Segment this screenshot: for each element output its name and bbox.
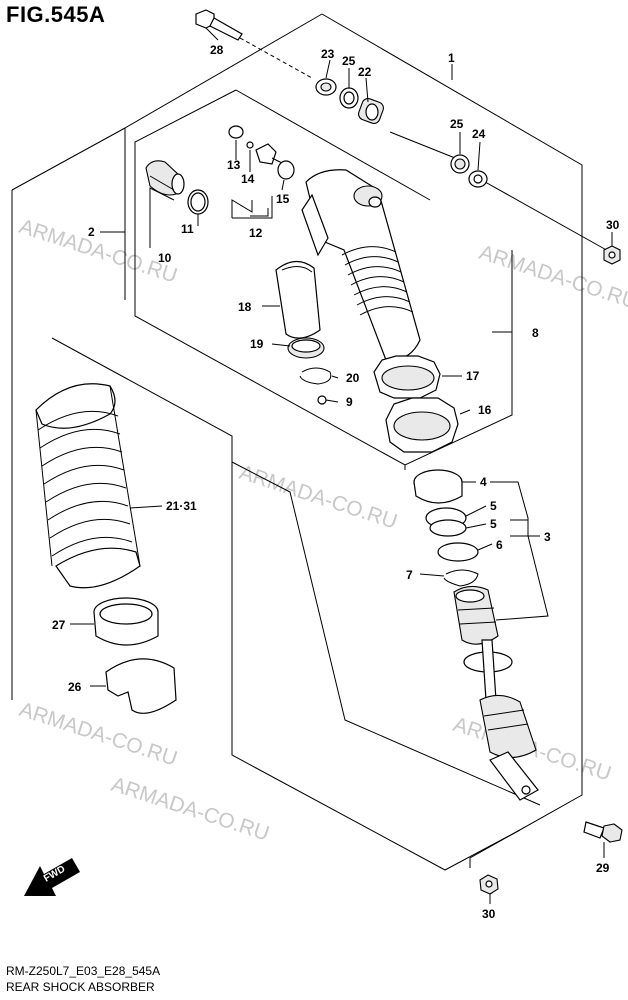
leader-lines — [70, 27, 613, 904]
watermark: ARMADA-CO.RU — [16, 215, 180, 288]
callout-labels: 28 23 25 22 1 25 24 13 14 15 12 11 10 2 … — [52, 43, 620, 921]
callout-13: 13 — [227, 158, 241, 172]
callout-10: 10 — [158, 251, 172, 265]
callout-27: 27 — [52, 618, 66, 632]
callout-5-upper: 5 — [490, 499, 497, 513]
callout-17: 17 — [466, 369, 480, 383]
part-19-cap[interactable] — [287, 337, 325, 359]
callout-29: 29 — [596, 861, 610, 875]
part-27-seat[interactable] — [93, 597, 159, 646]
part-6-ring[interactable] — [437, 542, 479, 562]
callout-14: 14 — [241, 172, 255, 186]
callout-18: 18 — [238, 300, 252, 314]
diagram-code: RM-Z250L7_E03_E28_545A — [6, 964, 161, 978]
diagram-name: REAR SHOCK ABSORBER — [6, 980, 155, 994]
part-30-nut-bottom[interactable] — [479, 874, 499, 895]
part-15-o-ring[interactable] — [277, 160, 295, 180]
part-24-collar[interactable] — [468, 170, 488, 188]
part-28-bolt[interactable] — [195, 9, 243, 41]
callout-24: 24 — [472, 127, 486, 141]
part-22-bearing[interactable] — [357, 97, 385, 125]
watermark: ARMADA-CO.RU — [108, 773, 272, 846]
part-13-o-ring[interactable] — [228, 125, 244, 139]
callout-20: 20 — [346, 371, 360, 385]
callout-6: 6 — [496, 538, 503, 552]
part-4-bush[interactable] — [413, 469, 463, 504]
part-5-ring-lower[interactable] — [429, 519, 467, 537]
body-spring-coils — [341, 246, 414, 316]
callout-4: 4 — [480, 475, 487, 489]
part-16-adjusting-nut[interactable] — [385, 397, 459, 453]
callout-26: 26 — [68, 680, 82, 694]
watermark-layer: ARMADA-CO.RU ARMADA-CO.RU ARMADA-CO.RU A… — [16, 215, 628, 846]
callout-16: 16 — [478, 403, 492, 417]
part-29-bolt[interactable] — [583, 821, 623, 843]
callout-25: 25 — [342, 54, 356, 68]
part-25-seal-right[interactable] — [450, 154, 470, 174]
callout-15: 15 — [276, 192, 290, 206]
callout-22: 22 — [358, 65, 372, 79]
part-23-collar[interactable] — [315, 78, 337, 96]
part-20-circlip[interactable] — [299, 367, 332, 385]
part-30-nut-top[interactable] — [603, 245, 621, 265]
part-11-o-ring[interactable] — [187, 189, 209, 215]
callout-11: 11 — [181, 222, 194, 236]
part-3-damper-rod[interactable] — [453, 585, 539, 801]
callout-9: 9 — [346, 395, 353, 409]
callout-19: 19 — [250, 337, 264, 351]
figure-title: FIG.545A — [6, 2, 106, 27]
fwd-arrow-icon: FWD — [24, 858, 80, 896]
frame-lines — [11, 13, 611, 871]
callout-7: 7 — [406, 568, 413, 582]
part-12-valve[interactable] — [255, 143, 285, 165]
callout-3: 3 — [544, 530, 551, 544]
callout-2: 2 — [88, 225, 95, 239]
part-9-ball[interactable] — [317, 395, 327, 405]
callout-30-top: 30 — [606, 218, 620, 232]
callout-23: 23 — [321, 47, 335, 61]
part-21-31-spring[interactable] — [35, 383, 141, 589]
part-26-stopper[interactable] — [105, 658, 177, 714]
callout-1: 1 — [448, 51, 455, 65]
part-18-bladder[interactable] — [275, 260, 321, 339]
callout-28: 28 — [210, 43, 224, 57]
callout-5-lower: 5 — [490, 517, 497, 531]
part-25-seal[interactable] — [339, 87, 359, 109]
part-10-adjuster[interactable] — [145, 160, 185, 196]
callout-12: 12 — [249, 226, 263, 240]
part-17-locknut[interactable] — [373, 355, 441, 399]
callout-21-31: 21·31 — [166, 499, 197, 513]
part-14-o-ring[interactable] — [246, 141, 254, 149]
watermark: ARMADA-CO.RU — [236, 461, 400, 534]
part-7-clip[interactable] — [443, 569, 479, 587]
callout-8: 8 — [532, 326, 539, 340]
part-8-shock-body[interactable] — [301, 169, 421, 361]
callout-25-right: 25 — [450, 117, 464, 131]
callout-30-bottom: 30 — [482, 907, 496, 921]
